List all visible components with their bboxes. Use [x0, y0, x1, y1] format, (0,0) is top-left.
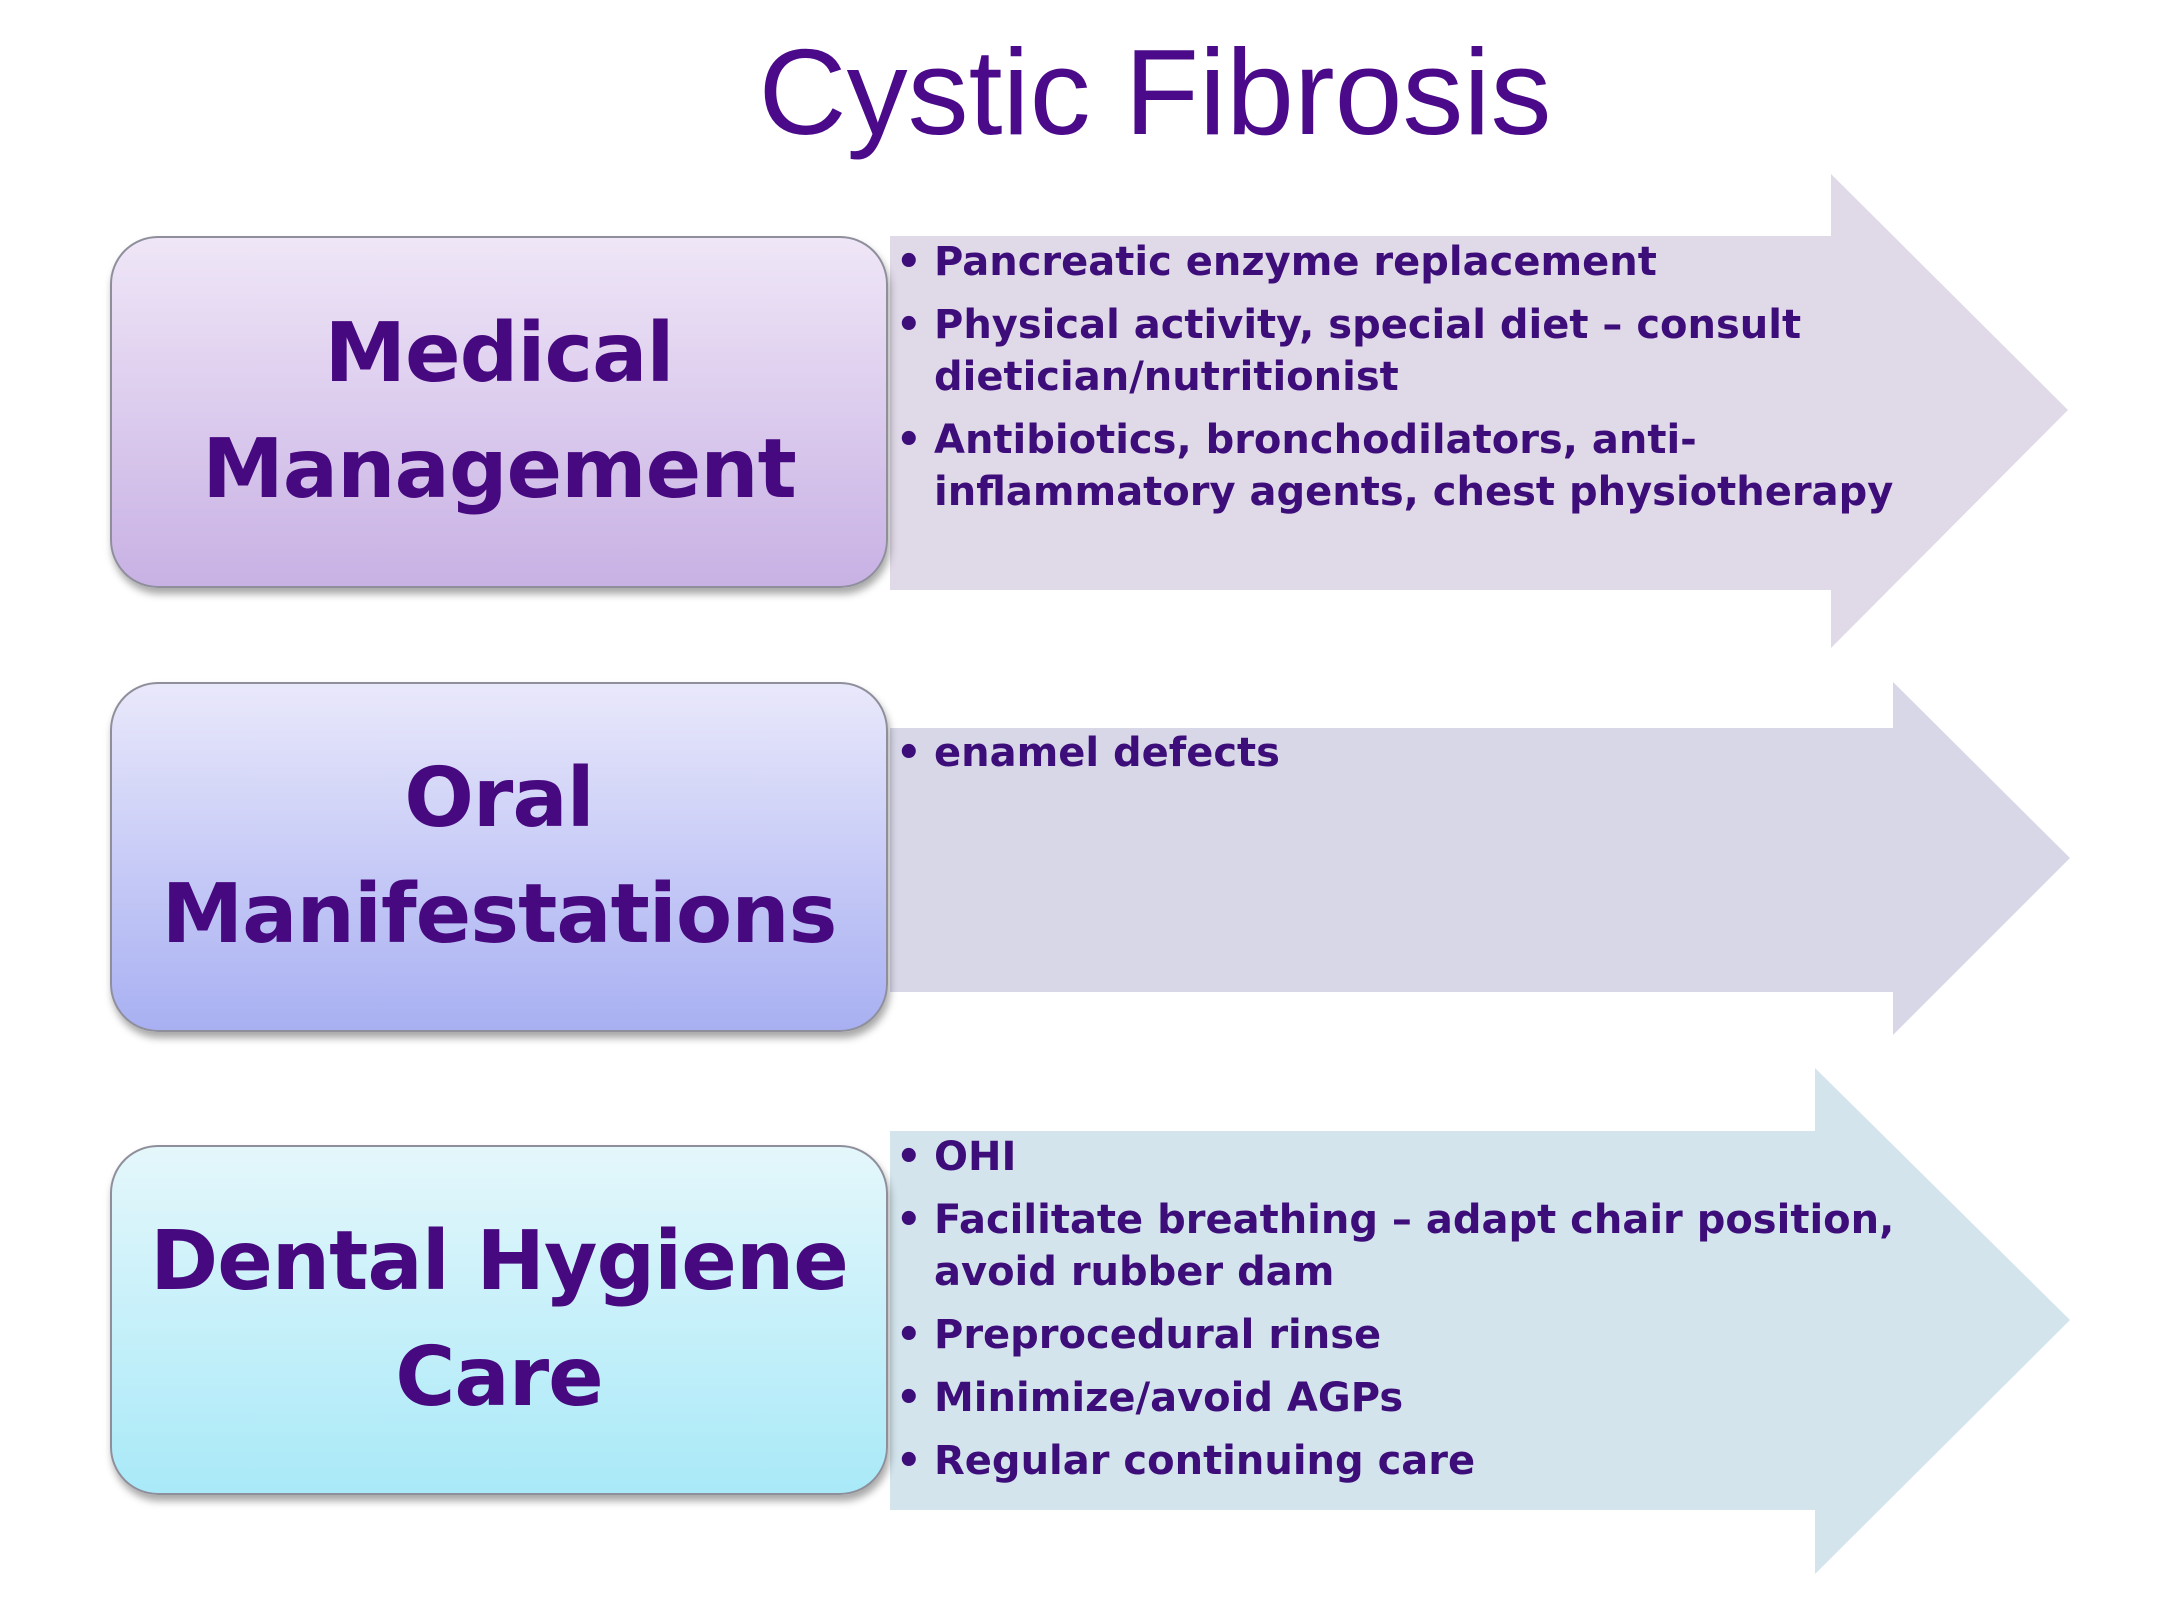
dental-hygiene-care-label-line1: Dental Hygiene [150, 1213, 849, 1309]
oral-manifestations-bullets: enamel defects [890, 727, 1900, 790]
medical-management-label-line1: Medical [324, 305, 674, 401]
bullet-item: Facilitate breathing – adapt chair posit… [890, 1194, 1900, 1298]
bullet-item: Regular continuing care [890, 1435, 1900, 1487]
bullet-item: enamel defects [890, 727, 1900, 779]
oral-manifestations-label-line1: Oral [404, 750, 595, 846]
oral-manifestations-box: Oral Manifestations [110, 682, 888, 1032]
bullet-item: Preprocedural rinse [890, 1309, 1900, 1361]
medical-management-label-line2: Management [202, 422, 797, 517]
bullet-item: OHI [890, 1131, 1900, 1183]
medical-management-bullets: Pancreatic enzyme replacement Physical a… [890, 236, 1900, 529]
bullet-item: Minimize/avoid AGPs [890, 1372, 1900, 1424]
dental-hygiene-care-label-line2: Care [395, 1330, 604, 1425]
arrow-medical [890, 174, 2068, 648]
dental-hygiene-care-box: Dental Hygiene Care [110, 1145, 888, 1495]
bullet-item: Pancreatic enzyme replacement [890, 236, 1900, 288]
bullet-item: Physical activity, special diet – consul… [890, 299, 1900, 403]
medical-management-box: Medical Management [110, 236, 888, 588]
slide-title: Cystic Fibrosis [758, 24, 1552, 160]
bullet-item: Antibiotics, bronchodilators, anti-infla… [890, 414, 1900, 518]
oral-manifestations-label-line2: Manifestations [161, 867, 838, 962]
dental-hygiene-care-bullets: OHI Facilitate breathing – adapt chair p… [890, 1131, 1900, 1498]
